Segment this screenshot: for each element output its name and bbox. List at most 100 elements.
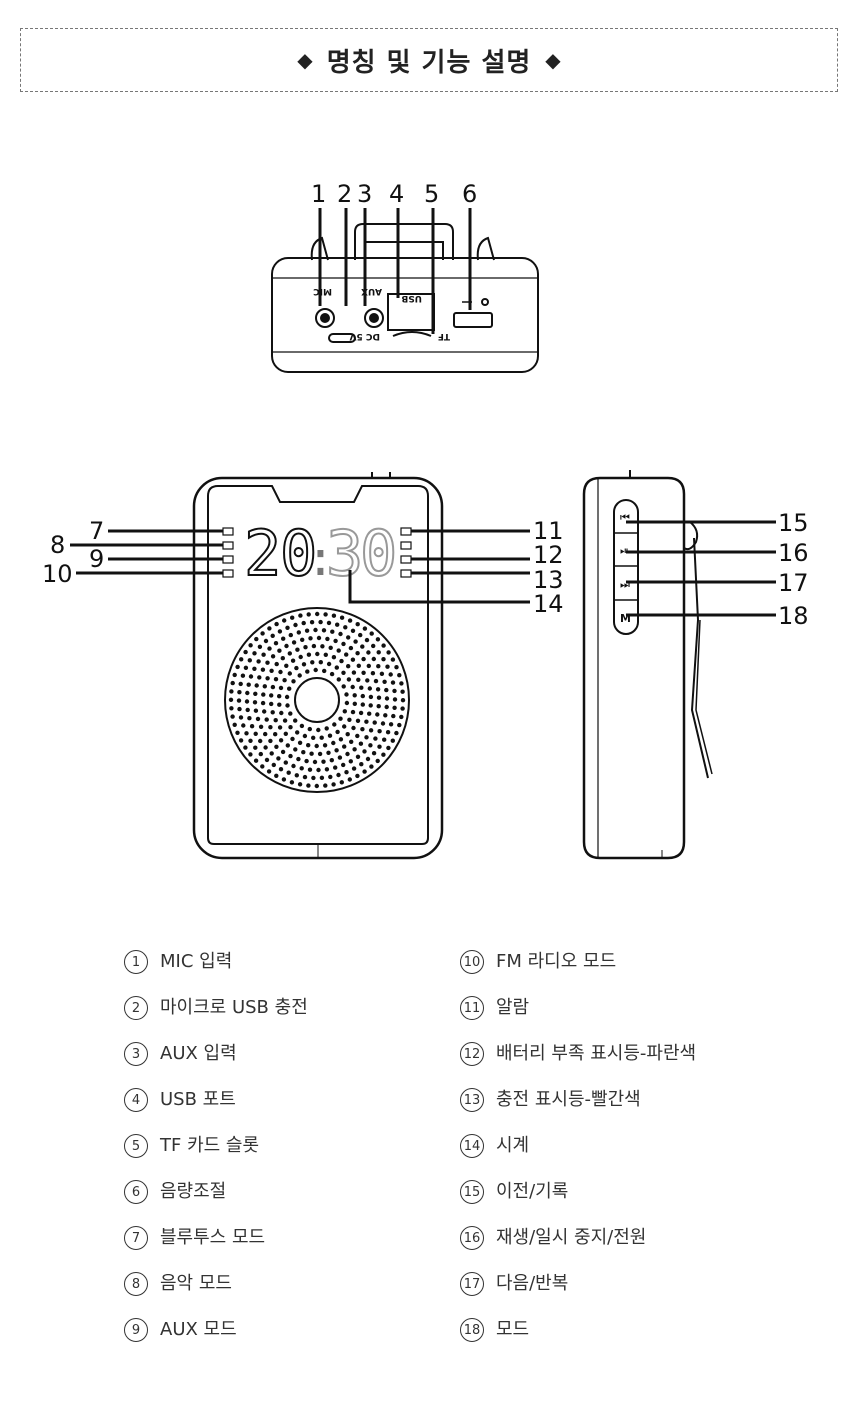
speaker-hole (278, 738, 284, 743)
legend-number-circle: 12 (460, 1042, 484, 1066)
speaker-hole (280, 656, 285, 661)
belt-clip (690, 537, 709, 779)
speaker-hole (342, 724, 347, 729)
speaker-hole (246, 682, 251, 687)
aux-label: AUX (361, 286, 382, 296)
speaker-hole (373, 678, 379, 684)
speaker-hole (355, 733, 360, 739)
speaker-hole (390, 738, 395, 743)
speaker-hole (288, 711, 293, 716)
side-callouts: 15 16 17 18 (778, 509, 809, 630)
speaker-hole (306, 783, 311, 788)
clock-display: 2 0 : 3 0 (243, 516, 398, 591)
speaker-hole (361, 670, 366, 675)
legend-number-circle: 4 (124, 1088, 148, 1112)
clock-digit-1: 2 (244, 517, 281, 590)
speaker-hole (277, 694, 282, 699)
callout-7: 7 (89, 517, 104, 545)
speaker-hole (274, 744, 279, 749)
front-callouts: 7 8 9 10 11 12 13 14 (42, 517, 564, 618)
speaker-hole (321, 628, 327, 633)
speaker-hole (306, 612, 311, 617)
speaker-hole (258, 724, 264, 729)
speaker-hole (390, 680, 396, 685)
speaker-hole (264, 757, 270, 763)
speaker-hole (276, 756, 281, 761)
speaker-hole (278, 685, 284, 691)
speaker-hole (281, 777, 287, 782)
speaker-hole (350, 684, 355, 690)
legend-number-circle: 17 (460, 1272, 484, 1296)
speaker-hole (273, 677, 279, 682)
legend-text: 블루투스 모드 (160, 1227, 266, 1248)
speaker-hole (400, 689, 405, 694)
speaker-hole (322, 743, 328, 748)
speaker-hole (286, 770, 291, 775)
speaker-hole (364, 719, 369, 724)
speaker-hole (371, 656, 376, 662)
speaker-hole (278, 669, 283, 675)
speaker-hole (237, 690, 242, 695)
top-port-labels: MIC AUX USB TF DC 5V (313, 286, 450, 341)
speaker-hole (241, 723, 246, 728)
speaker-hole (366, 663, 371, 669)
speaker-hole (295, 730, 300, 735)
previous-icon: ⏮ (620, 511, 630, 524)
speaker-hole (327, 733, 333, 738)
speaker-hole (303, 645, 308, 650)
speaker-hole (248, 674, 254, 679)
legend-text: 마이크로 USB 충전 (160, 997, 308, 1018)
speaker-hole (359, 685, 364, 690)
speaker-hole (385, 664, 390, 669)
speaker-hole (285, 703, 290, 708)
speaker-hole (253, 731, 258, 736)
callout-13: 13 (533, 566, 564, 594)
speaker-hole (365, 678, 370, 683)
speaker-hole (314, 783, 319, 789)
legend-text: 모드 (496, 1319, 530, 1340)
mode-icon: M (620, 612, 631, 625)
speaker-hole (273, 641, 279, 646)
speaker-hole (238, 681, 243, 687)
callout-1: 1 (311, 180, 326, 208)
speaker-hole (375, 687, 381, 692)
speaker-hole (392, 697, 398, 702)
speaker-hole (288, 753, 293, 759)
speaker-hole (280, 749, 286, 755)
speaker-hole (384, 696, 390, 701)
speaker-hole (400, 706, 405, 711)
speaker-hole (287, 686, 292, 691)
speaker-hole (277, 629, 283, 634)
mic-port (315, 308, 335, 328)
speaker-hole (333, 638, 338, 644)
strap-loop (354, 223, 454, 260)
aux-port (364, 308, 384, 328)
speaker-hole (243, 649, 248, 655)
speaker-hole (360, 693, 365, 699)
speaker-center (294, 677, 340, 723)
speaker-hole (331, 613, 337, 618)
legend-text: AUX 모드 (160, 1319, 237, 1340)
speaker-hole (391, 713, 396, 719)
legend-text: 충전 표시등-빨간색 (496, 1089, 641, 1110)
speaker-hole (380, 721, 386, 726)
speaker-hole (316, 727, 321, 733)
speaker-hole (269, 668, 274, 673)
speaker-hole (344, 700, 350, 706)
speaker-hole (324, 767, 330, 772)
next-icon: ⏭ (620, 578, 630, 591)
speaker-hole (344, 652, 349, 657)
speaker-hole (289, 780, 295, 785)
speaker-hole (384, 704, 389, 710)
speaker-hole (376, 695, 382, 700)
speaker-hole (324, 726, 329, 731)
speaker-hole (238, 738, 244, 743)
speaker-hole (265, 660, 270, 665)
speaker-hole (342, 744, 347, 749)
speaker-hole (253, 708, 259, 713)
speaker-hole (261, 652, 266, 657)
clock-digit-4: 0 (360, 517, 397, 590)
